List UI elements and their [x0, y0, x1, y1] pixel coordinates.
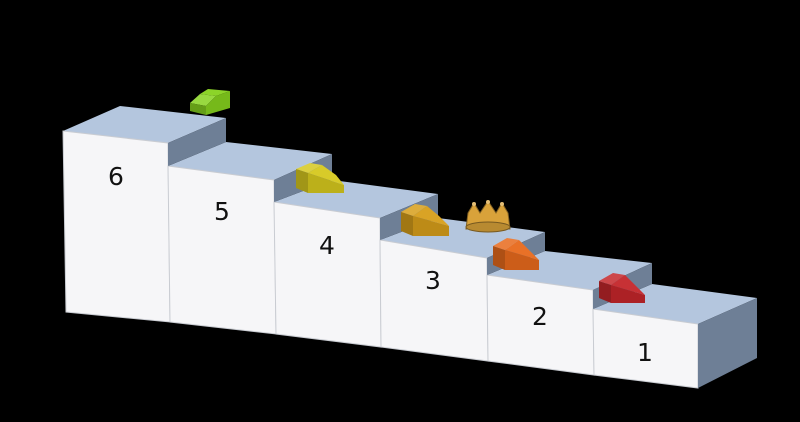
piece-step-1[interactable] — [599, 273, 645, 303]
wedge-piece-icon — [401, 204, 449, 236]
piece-step-4[interactable] — [401, 204, 449, 236]
step-5-top — [168, 142, 332, 180]
step-3-number: 3 — [425, 266, 441, 295]
piece-step-3[interactable] — [465, 200, 511, 233]
step-2-number: 2 — [532, 302, 548, 331]
step-1-side — [698, 298, 757, 388]
piece-step-5[interactable] — [296, 163, 344, 193]
wedge-piece-icon — [599, 273, 645, 303]
step-6-top — [63, 106, 226, 143]
step-5-riser-side — [168, 118, 226, 166]
step-3-front — [379, 239, 489, 362]
step-6-number: 6 — [108, 162, 124, 191]
step-6-front — [62, 130, 171, 323]
piece-step-6[interactable] — [190, 89, 230, 115]
step-6[interactable]: 6 — [62, 106, 226, 323]
crown-icon — [465, 200, 511, 233]
step-1-number: 1 — [637, 338, 653, 367]
wedge-piece-icon — [493, 238, 539, 270]
wedge-piece-icon — [190, 89, 230, 115]
piece-step-2[interactable] — [493, 238, 539, 270]
step-5-front — [167, 165, 277, 335]
step-4-front — [273, 201, 382, 348]
wedge-piece-icon — [296, 163, 344, 193]
step-5-number: 5 — [214, 197, 230, 226]
step-5[interactable]: 5 — [167, 118, 332, 335]
step-4-number: 4 — [319, 231, 335, 260]
